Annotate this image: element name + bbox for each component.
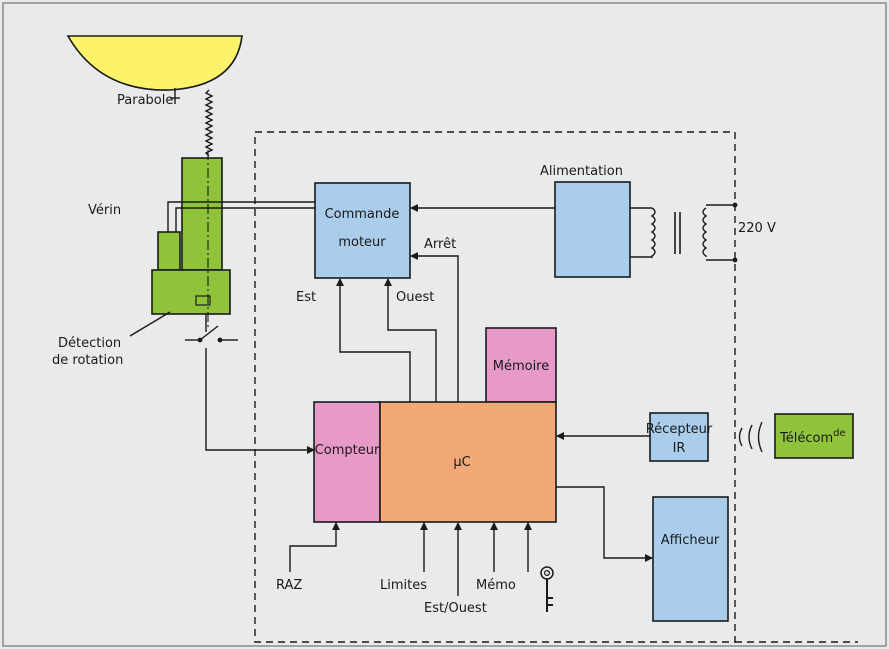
afficheur-block [652, 496, 729, 622]
key-icon [540, 566, 554, 612]
switch-blade [199, 325, 219, 341]
telecom-main-text: Télécom [779, 431, 833, 446]
detection-leader [129, 311, 171, 337]
actuator-spring [204, 89, 214, 157]
detection-label-1: Détection [58, 336, 121, 351]
terminal-220-top [732, 202, 738, 208]
voltage-label: 220 V [738, 221, 776, 236]
wire-arret [410, 252, 459, 402]
commande-label-2: moteur [338, 235, 386, 250]
commande-label-1: Commande [325, 207, 400, 222]
compteur-block [313, 401, 381, 523]
ouest-label: Ouest [396, 290, 434, 305]
wire-verin-2 [175, 207, 315, 232]
uc-block [379, 401, 557, 523]
commande-moteur-block [314, 182, 411, 279]
parabole-dish [66, 35, 243, 91]
transformer-secondary [702, 207, 708, 257]
recepteur-label-2: IR [673, 441, 686, 456]
compteur-label: Compteur [315, 443, 380, 458]
est-ouest-label: Est/Ouest [424, 601, 487, 616]
rotation-detector [151, 269, 231, 315]
transformer-primary [650, 207, 656, 257]
memo-label: Mémo [476, 578, 516, 593]
uc-label: µC [453, 455, 470, 470]
ir-wave-1 [738, 427, 743, 447]
terminal-220-bot [732, 257, 738, 263]
dashed-enclosure [254, 131, 736, 643]
ir-wave-3 [757, 421, 763, 453]
memoire-label: Mémoire [493, 359, 550, 374]
detection-label-2: de rotation [52, 353, 123, 368]
telecom-label: Télécomde [779, 428, 846, 446]
raz-label: RAZ [276, 578, 302, 593]
est-label: Est [296, 290, 316, 305]
alimentation-label: Alimentation [540, 164, 623, 179]
wire-raz [289, 522, 340, 572]
parabole-label: Parabole [117, 93, 173, 108]
arret-label: Arrêt [424, 237, 456, 252]
recepteur-label-1: Récepteur [646, 422, 713, 437]
wire-verin-1 [167, 201, 315, 232]
switch-contact-2 [217, 337, 223, 343]
verin-motor [157, 231, 181, 271]
alimentation-block [554, 181, 631, 278]
telecommande-block [774, 413, 854, 459]
verin-rod [181, 157, 223, 271]
limites-label: Limites [380, 578, 427, 593]
ir-wave-2 [748, 424, 753, 450]
wire-est [336, 278, 411, 402]
recepteur-ir-block [649, 412, 709, 462]
wire-ouest [384, 278, 437, 402]
verin-label: Vérin [88, 203, 121, 218]
telecom-superscript: de [833, 428, 846, 439]
wire-switch-to-compteur [205, 348, 315, 454]
detector-sensor [195, 295, 211, 306]
afficheur-label: Afficheur [661, 533, 720, 548]
wire-uc-to-afficheur [556, 486, 653, 562]
